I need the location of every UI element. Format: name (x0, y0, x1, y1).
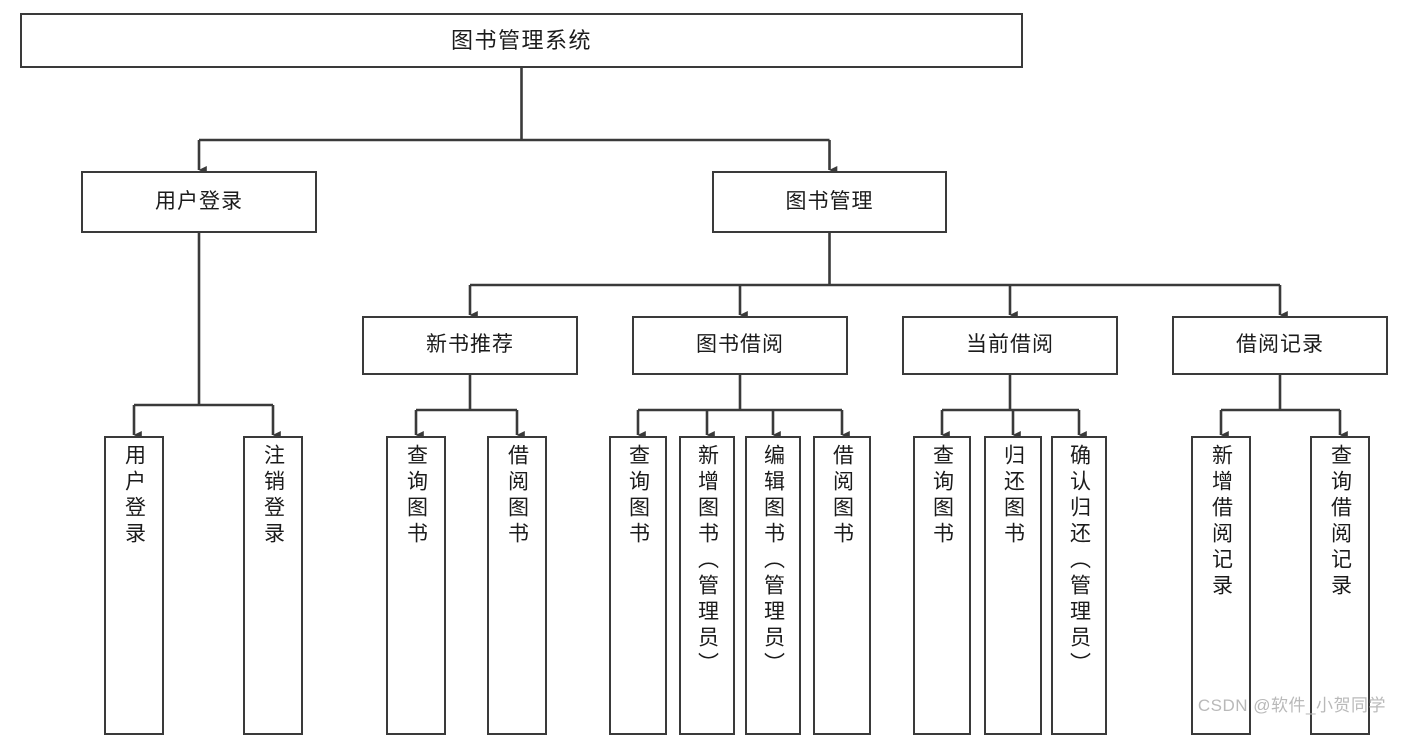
node-label: 注销登录 (261, 444, 285, 548)
node-label: 编辑图书（管理员） (761, 444, 785, 678)
node-leaf-user-logout[interactable]: 注销登录 (243, 436, 303, 735)
node-leaf-user-login[interactable]: 用户登录 (104, 436, 164, 735)
node-current-borrow[interactable]: 当前借阅 (902, 316, 1118, 375)
node-leaf-confirm-return[interactable]: 确认归还（管理员） (1051, 436, 1107, 735)
node-label: 用户登录 (155, 189, 243, 213)
node-label: 查询借阅记录 (1328, 444, 1352, 600)
node-label: 用户登录 (122, 444, 146, 548)
node-label: 借阅记录 (1236, 333, 1324, 357)
node-label: 新增图书（管理员） (695, 444, 719, 678)
node-label: 借阅图书 (830, 444, 854, 548)
node-new-book-rec[interactable]: 新书推荐 (362, 316, 578, 375)
node-label: 归还图书 (1001, 444, 1025, 548)
node-borrow-record[interactable]: 借阅记录 (1172, 316, 1388, 375)
node-label: 确认归还（管理员） (1067, 444, 1091, 678)
node-label: 查询图书 (404, 444, 428, 548)
node-leaf-query-book-1[interactable]: 查询图书 (386, 436, 446, 735)
node-label: 新增借阅记录 (1209, 444, 1233, 600)
node-book-borrow[interactable]: 图书借阅 (632, 316, 848, 375)
node-label: 新书推荐 (426, 333, 514, 357)
node-label: 图书管理 (785, 189, 874, 213)
node-leaf-borrow-book-1[interactable]: 借阅图书 (487, 436, 547, 735)
node-leaf-query-book-2[interactable]: 查询图书 (609, 436, 667, 735)
node-book-manage[interactable]: 图书管理 (712, 171, 947, 233)
node-leaf-query-book-3[interactable]: 查询图书 (913, 436, 971, 735)
node-leaf-borrow-book-2[interactable]: 借阅图书 (813, 436, 871, 735)
node-label: 图书借阅 (696, 333, 784, 357)
node-leaf-add-record[interactable]: 新增借阅记录 (1191, 436, 1251, 735)
node-leaf-return-book[interactable]: 归还图书 (984, 436, 1042, 735)
node-root[interactable]: 图书管理系统 (20, 13, 1023, 68)
node-user-login[interactable]: 用户登录 (81, 171, 317, 233)
node-label: 查询图书 (930, 444, 954, 548)
node-leaf-add-book[interactable]: 新增图书（管理员） (679, 436, 735, 735)
node-leaf-edit-book[interactable]: 编辑图书（管理员） (745, 436, 801, 735)
node-leaf-query-record[interactable]: 查询借阅记录 (1310, 436, 1370, 735)
node-label: 查询图书 (626, 444, 650, 548)
node-label: 图书管理系统 (450, 27, 592, 53)
node-label: 借阅图书 (505, 444, 529, 548)
node-label: 当前借阅 (966, 333, 1054, 357)
